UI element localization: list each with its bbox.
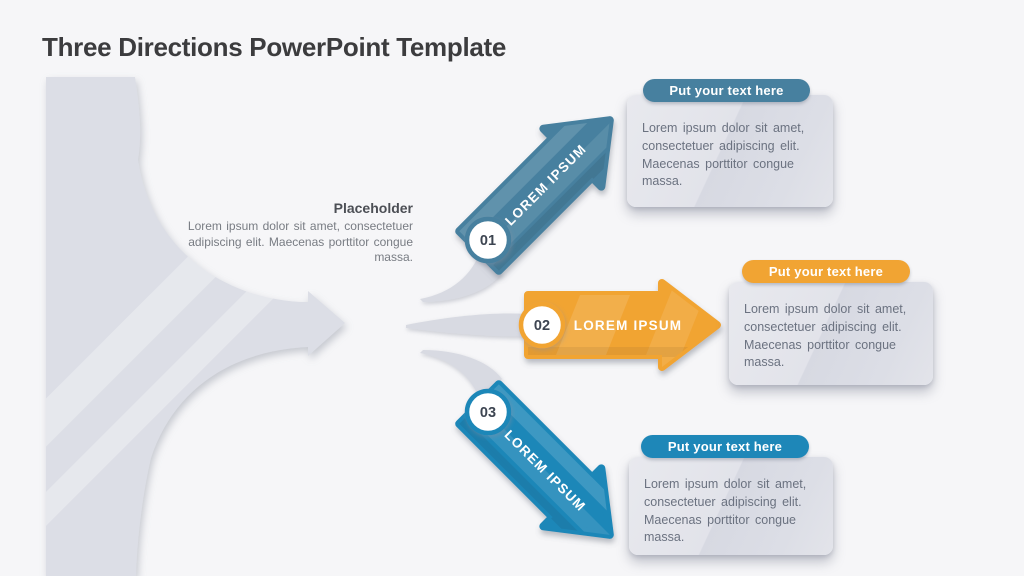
trunk-arrow-shape <box>46 77 345 576</box>
placeholder-heading: Placeholder <box>333 200 413 216</box>
connector-tails <box>406 250 542 402</box>
badge-circle-03 <box>464 388 512 436</box>
card-2: Lorem ipsum dolor sit amet, consectetuer… <box>729 282 933 385</box>
arrow-2-label: LOREM IPSUM <box>574 318 682 333</box>
badge-circle-02 <box>518 301 566 349</box>
card-1-body: Lorem ipsum dolor sit amet, consectetuer… <box>642 121 805 189</box>
card-3-body: Lorem ipsum dolor sit amet, consectetuer… <box>644 477 807 545</box>
badge-number-02: 02 <box>534 318 550 334</box>
card-1: Lorem ipsum dolor sit amet, consectetuer… <box>627 95 833 207</box>
card-3: Lorem ipsum dolor sit amet, consectetuer… <box>629 457 833 555</box>
slide-title: Three Directions PowerPoint Template <box>42 32 507 62</box>
number-badges: 01 02 03 <box>464 216 566 436</box>
card-1-header-pill: Put your text here <box>643 79 810 102</box>
placeholder-body: Lorem ipsum dolor sit amet, consectetuer… <box>187 219 413 265</box>
tail-middle <box>406 313 542 337</box>
arrow-2: LOREM IPSUM <box>524 279 721 371</box>
placeholder-block: Placeholder Lorem ipsum dolor sit amet, … <box>178 200 413 266</box>
arrow-2-shadow-wrap: LOREM IPSUM <box>524 279 721 371</box>
badge-number-01: 01 <box>480 233 496 249</box>
badge-circle-01 <box>464 216 512 264</box>
tail-down <box>420 350 502 402</box>
tail-up <box>420 250 502 302</box>
arrow-3-stripes <box>450 377 634 560</box>
arrow-1-stripes <box>452 96 635 280</box>
badge-number-03: 03 <box>480 405 496 421</box>
card-3-header-pill: Put your text here <box>641 435 809 458</box>
card-2-body: Lorem ipsum dolor sit amet, consectetuer… <box>744 302 907 370</box>
trunk-shape-path <box>46 77 345 576</box>
card-2-header-pill: Put your text here <box>742 260 910 283</box>
